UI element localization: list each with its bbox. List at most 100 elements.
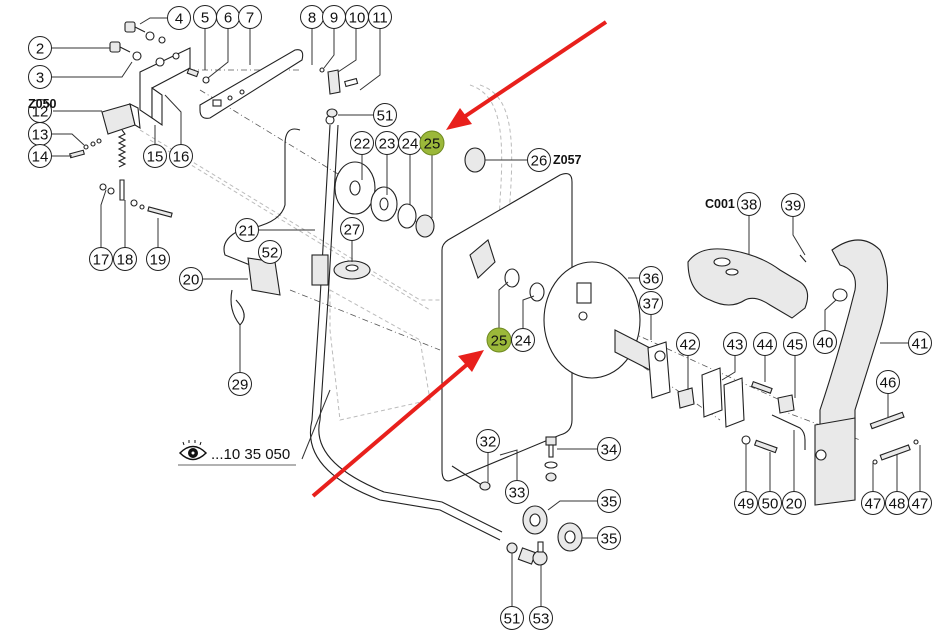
- callout-46[interactable]: 46: [876, 370, 900, 394]
- callout-16[interactable]: 16: [169, 144, 193, 168]
- callout-circle: [511, 328, 535, 352]
- part-clamps-35: [522, 505, 583, 552]
- part-screw-44-clip-45: [750, 380, 795, 414]
- callout-4[interactable]: 4: [167, 6, 191, 30]
- callout-circle: [113, 247, 137, 271]
- callout-label: 32: [480, 434, 497, 451]
- callout-19[interactable]: 19: [146, 247, 170, 271]
- callout-26[interactable]: 26: [527, 148, 551, 172]
- callout-43[interactable]: 43: [723, 332, 747, 356]
- leader-lines: [52, 17, 921, 606]
- callout-label: 17: [93, 252, 110, 269]
- callout-6[interactable]: 6: [216, 5, 240, 29]
- callout-21[interactable]: 21: [235, 218, 259, 242]
- callout-17[interactable]: 17: [89, 247, 113, 271]
- callout-label: 52: [262, 245, 279, 262]
- part-ball-joint-51-53: [506, 541, 548, 566]
- callout-label: 40: [817, 335, 834, 352]
- callout-41[interactable]: 41: [908, 331, 932, 355]
- part-lever-41: [814, 239, 889, 506]
- callout-12[interactable]: 12: [28, 99, 52, 123]
- callout-circle: [908, 491, 932, 515]
- reference-note[interactable]: ...10 35 050: [178, 440, 296, 466]
- part-hardware-32: [451, 465, 491, 491]
- part-switch-12: [101, 102, 141, 135]
- callout-51[interactable]: 51: [500, 606, 524, 630]
- callout-circle: [597, 437, 621, 461]
- callout-33[interactable]: 33: [505, 480, 529, 504]
- callout-circle: [861, 491, 885, 515]
- callout-40[interactable]: 40: [813, 330, 837, 354]
- callout-18[interactable]: 18: [113, 247, 137, 271]
- callout-44[interactable]: 44: [753, 332, 777, 356]
- callout-24[interactable]: 24: [511, 328, 535, 352]
- callout-14[interactable]: 14: [28, 144, 52, 168]
- callout-label: 20: [786, 496, 803, 513]
- callout-38[interactable]: 38: [737, 192, 761, 216]
- callout-48[interactable]: 48: [885, 491, 909, 515]
- callout-35[interactable]: 35: [597, 489, 621, 513]
- part-hardware-17-19: [99, 179, 173, 218]
- callout-11[interactable]: 11: [368, 5, 392, 29]
- callout-circle: [597, 526, 621, 550]
- callout-3[interactable]: 3: [28, 65, 52, 89]
- callout-circle: [505, 480, 529, 504]
- callout-49[interactable]: 49: [734, 491, 758, 515]
- callout-7[interactable]: 7: [238, 5, 262, 29]
- callout-20[interactable]: 20: [179, 267, 203, 291]
- callout-37[interactable]: 37: [639, 291, 663, 315]
- callout-24[interactable]: 24: [398, 131, 422, 155]
- callout-10[interactable]: 10: [345, 5, 369, 29]
- callout-53[interactable]: 53: [529, 606, 553, 630]
- callout-label: 6: [224, 10, 232, 27]
- callout-47[interactable]: 47: [861, 491, 885, 515]
- part-pins-5-6: [186, 67, 210, 84]
- callout-22[interactable]: 22: [350, 131, 374, 155]
- callout-label: 25: [424, 136, 441, 153]
- callout-32[interactable]: 32: [476, 429, 500, 453]
- callout-label: 22: [354, 136, 371, 153]
- callout-label: 13: [32, 127, 49, 144]
- callout-51[interactable]: 51: [373, 103, 397, 127]
- callout-circle: [340, 217, 364, 241]
- callout-23[interactable]: 23: [375, 131, 399, 155]
- callout-39[interactable]: 39: [781, 193, 805, 217]
- callout-9[interactable]: 9: [322, 5, 346, 29]
- callout-25-highlighted[interactable]: 25: [486, 327, 512, 353]
- callout-label: 34: [601, 442, 618, 459]
- callout-52[interactable]: 52: [258, 240, 282, 264]
- callout-circle: [235, 218, 259, 242]
- callout-15[interactable]: 15: [143, 144, 167, 168]
- callout-label: 16: [173, 149, 190, 166]
- callout-29[interactable]: 29: [228, 372, 252, 396]
- callout-27[interactable]: 27: [340, 217, 364, 241]
- callout-5[interactable]: 5: [193, 5, 217, 29]
- callout-label: 8: [308, 10, 316, 27]
- callout-13[interactable]: 13: [28, 122, 52, 146]
- callout-25-highlighted[interactable]: 25: [419, 130, 445, 156]
- callout-34[interactable]: 34: [597, 437, 621, 461]
- callout-8[interactable]: 8: [300, 5, 324, 29]
- callout-45[interactable]: 45: [783, 332, 807, 356]
- callout-label: 35: [601, 494, 618, 511]
- callout-circle: [876, 370, 900, 394]
- callout-label: 14: [32, 149, 49, 166]
- callout-circle: [350, 131, 374, 155]
- callout-36[interactable]: 36: [639, 266, 663, 290]
- callout-2[interactable]: 2: [28, 36, 52, 60]
- red-arrow-lower: [311, 350, 484, 498]
- callout-47[interactable]: 47: [908, 491, 932, 515]
- callout-label: 33: [509, 485, 526, 502]
- callout-42[interactable]: 42: [676, 332, 700, 356]
- callout-circle: [908, 331, 932, 355]
- callout-circle: [813, 330, 837, 354]
- callout-50[interactable]: 50: [758, 491, 782, 515]
- callout-label: 10: [349, 10, 366, 27]
- callout-20[interactable]: 20: [782, 491, 806, 515]
- callout-label: 12: [32, 104, 49, 121]
- callout-label: 20: [183, 272, 200, 289]
- callout-label: 51: [504, 611, 521, 628]
- callout-35[interactable]: 35: [597, 526, 621, 550]
- callout-label: 18: [117, 252, 134, 269]
